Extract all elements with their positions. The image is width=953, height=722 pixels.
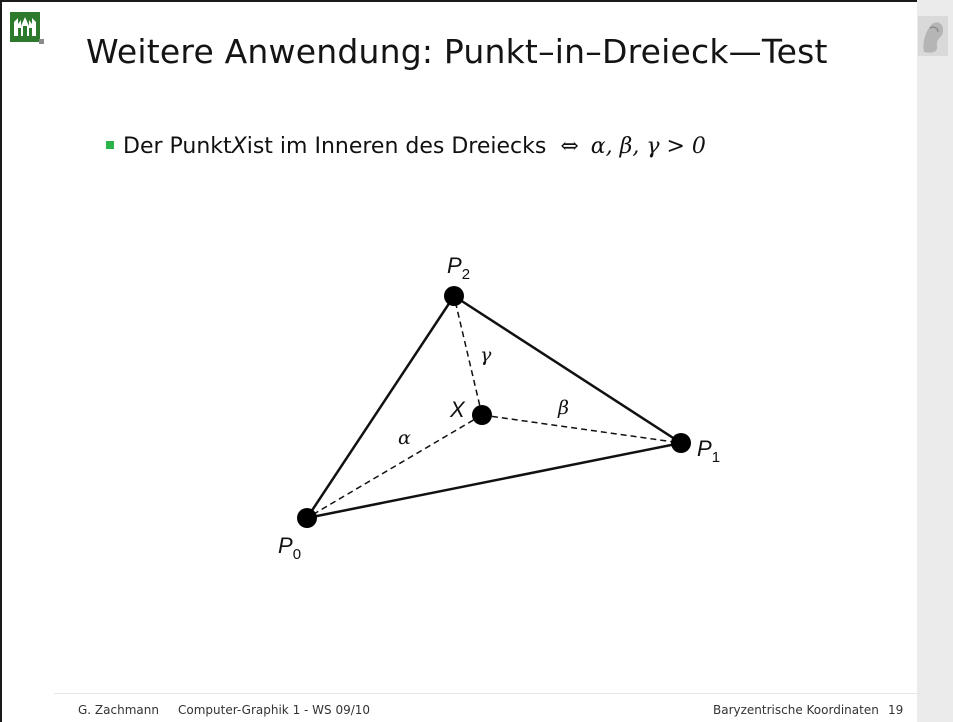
footer-topic: Baryzentrische Koordinaten [713,703,879,717]
label-p0: P0 [278,533,301,563]
university-logo-icon [10,12,44,44]
label-gamma: γ [480,344,492,366]
bullet-condition: α, β, γ > 0 [590,134,706,159]
label-p2: P2 [447,253,470,283]
label-beta: β [557,397,569,419]
label-p1: P1 [697,436,720,466]
footer-page-number: 19 [888,703,904,717]
bullet-marker-icon [106,141,114,149]
footer-author: G. Zachmann [78,703,159,717]
bullet-text-pre: Der Punkt [123,134,232,159]
bullet-var-x: X [231,134,247,159]
footer-divider [54,693,920,694]
slide-title: Weitere Anwendung: Punkt–in–Dreieck—Test [86,32,828,71]
label-alpha: α [398,427,411,449]
point-x [472,405,492,425]
corner-sculpture-icon [918,16,948,56]
dashed-line-x-p1 [481,414,682,444]
dashed-line-x-p2 [453,295,483,416]
dashed-line-x-p0 [306,414,483,519]
slide-frame [0,0,920,722]
label-x: X [449,397,466,422]
equivalence-symbol: ⇔ [560,134,579,159]
vertex-p1 [671,433,691,453]
right-sidebar [917,0,953,722]
vertex-p2 [444,286,464,306]
vertex-p0 [297,508,317,528]
triangle-diagram: P0 P1 P2 X α β γ [278,253,720,563]
bullet-item: Der Punkt X ist im Inneren des Dreiecks … [106,134,706,159]
bullet-text-post: ist im Inneren des Dreiecks [246,134,547,159]
triangle-outline [305,294,683,520]
footer-course: Computer-Graphik 1 - WS 09/10 [178,703,371,717]
